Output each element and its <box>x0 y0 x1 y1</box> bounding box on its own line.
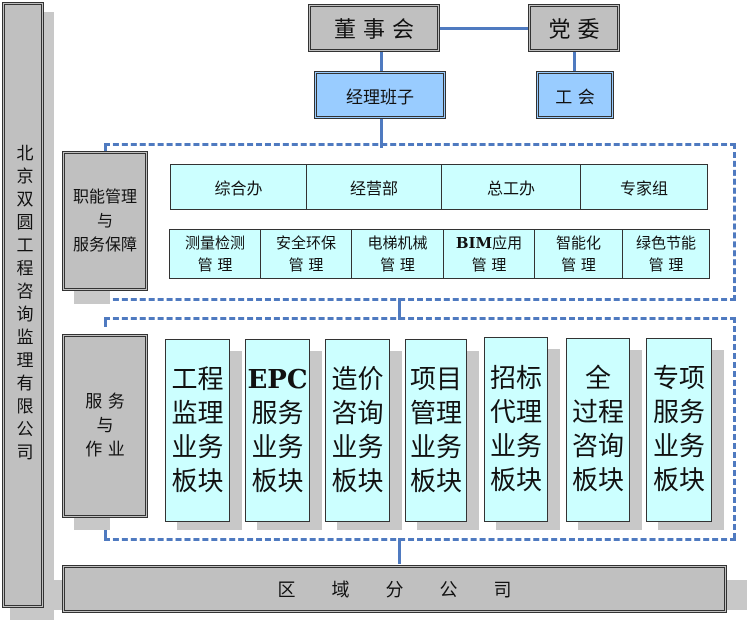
service-block-line: 业务 <box>489 431 542 462</box>
board-label: 董 事 会 <box>334 18 414 43</box>
union-label: 工 会 <box>555 87 595 108</box>
service-block-line: 招标 <box>489 363 542 394</box>
service-block-line: 项目 <box>409 364 462 395</box>
service-block-line: 服务 <box>251 398 304 429</box>
management-units-row: 测量检测 管 理 安全环保 管 理 电梯机械 管 理 BIM应用 管 理 智能化… <box>169 229 710 279</box>
company-name: 北京双圆工程咨询监理有限公司 <box>12 144 33 466</box>
service-block-line: 工程 <box>171 364 224 395</box>
board-management-connector <box>380 50 383 72</box>
department-cell: 综合办 <box>171 165 307 209</box>
departments-row: 综合办 经营部 总工办 专家组 <box>170 164 708 210</box>
unit-line1: 绿色节能 <box>635 234 696 252</box>
service-block-line: 过程 <box>571 398 624 428</box>
service-block-line: 板块 <box>652 466 705 496</box>
management-label: 经理班子 <box>346 87 414 108</box>
service-block-line: 服务 <box>652 398 705 428</box>
functional-label-box: 职能管理 与 服务保障 <box>62 151 148 291</box>
service-frame-left-tick-bottom <box>104 528 107 540</box>
unit-line1: 智能化 <box>555 234 601 252</box>
management-unit-cell: 电梯机械 管 理 <box>352 230 444 278</box>
management-unit-cell: 绿色节能 管 理 <box>623 230 709 278</box>
service-frame-right <box>733 317 736 539</box>
unit-line2: 管 理 <box>648 256 684 274</box>
service-label-line2: 与 <box>96 416 114 436</box>
functional-label-line3: 服务保障 <box>72 235 137 254</box>
service-block: 项目管理业务板块 <box>405 339 467 522</box>
service-block-line: EPC <box>247 364 308 395</box>
service-block-line: 板块 <box>331 466 384 497</box>
company-name-box: 北京双圆工程咨询监理有限公司 <box>2 2 44 608</box>
functional-frame-bottom <box>104 298 736 301</box>
service-block-line: 代理 <box>489 397 542 428</box>
department-cell: 专家组 <box>619 179 668 198</box>
service-block-line: 板块 <box>171 466 224 497</box>
unit-line1: 电梯机械 <box>367 234 428 252</box>
board-party-connector <box>440 27 530 30</box>
service-block: 专项服务业务板块 <box>646 338 712 522</box>
department-cell: 总工办 <box>442 165 581 209</box>
service-frame-left-tick <box>104 317 107 327</box>
service-block-line: 业务 <box>652 432 705 462</box>
functional-frame-right <box>733 143 736 301</box>
board-of-directors-box: 董 事 会 <box>308 4 440 52</box>
functional-service-connector <box>398 298 401 320</box>
service-label-line3: 作 业 <box>85 440 125 460</box>
functional-frame-top <box>104 143 736 146</box>
service-frame-bottom <box>104 538 736 541</box>
functional-frame-left-tick <box>104 143 107 151</box>
party-union-connector <box>573 50 576 72</box>
functional-label-line2: 与 <box>96 211 113 230</box>
service-block-line: 业务 <box>251 432 304 463</box>
unit-line1: 测量检测 <box>184 234 245 252</box>
service-block-line: 业务 <box>171 432 224 463</box>
service-block-line: 业务 <box>409 432 462 463</box>
management-functional-connector <box>380 118 383 148</box>
unit-line2: 管 理 <box>380 256 415 274</box>
party-label: 党 委 <box>548 18 600 43</box>
service-block-line: 板块 <box>251 466 304 497</box>
party-committee-box: 党 委 <box>528 4 620 52</box>
management-team-box: 经理班子 <box>314 71 446 119</box>
management-unit-cell: 智能化 管 理 <box>535 230 623 278</box>
service-block-line: 板块 <box>571 466 624 496</box>
service-label-line1: 服 务 <box>85 392 125 412</box>
service-block: 工程监理业务板块 <box>165 339 230 522</box>
unit-line1: 安全环保 <box>275 234 336 252</box>
regional-branches-box: 区 域 分 公 司 <box>62 565 727 613</box>
management-unit-cell: BIM应用 管 理 <box>444 230 535 278</box>
functional-label-line1: 职能管理 <box>72 187 137 206</box>
bim-bold: BIM <box>455 234 493 252</box>
service-block-line: 监理 <box>171 398 224 429</box>
service-label-box: 服 务 与 作 业 <box>62 334 148 518</box>
service-block-line: 业务 <box>331 432 384 463</box>
unit-line2: 管 理 <box>561 256 596 274</box>
unit-line2: 管 理 <box>288 256 324 274</box>
service-block: 造价咨询业务板块 <box>325 339 390 522</box>
service-frame-top <box>104 317 736 320</box>
service-block-line: 板块 <box>489 465 542 496</box>
unit-line1: BIM应用 <box>456 232 522 254</box>
service-block-line: 管理 <box>409 398 462 429</box>
service-block-line: 全 <box>584 364 611 394</box>
management-unit-cell: 测量检测 管 理 <box>170 230 261 278</box>
management-unit-cell: 安全环保 管 理 <box>261 230 352 278</box>
unit-line1-rest: 应用 <box>492 234 523 252</box>
union-box: 工 会 <box>536 71 614 119</box>
department-cell: 经营部 <box>307 165 442 209</box>
service-block: 全过程咨询板块 <box>566 338 630 522</box>
service-block: 招标代理业务板块 <box>484 337 548 522</box>
regional-branches-label: 区 域 分 公 司 <box>277 580 512 601</box>
service-block-line: 造价 <box>331 364 384 395</box>
service-block-line: 专项 <box>652 364 705 394</box>
unit-line2: 管 理 <box>197 256 233 274</box>
unit-line2: 管 理 <box>471 256 507 274</box>
service-block-line: 咨询 <box>571 432 624 462</box>
service-block-line: 咨询 <box>331 398 384 429</box>
service-branches-connector <box>398 538 401 564</box>
service-block-line: 板块 <box>409 466 462 497</box>
